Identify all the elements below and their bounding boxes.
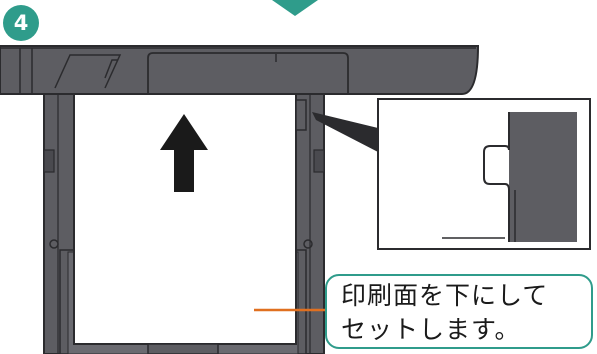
printer-handle bbox=[54, 54, 122, 89]
printer-handle bbox=[104, 59, 118, 79]
up-arrow-icon bbox=[160, 114, 208, 192]
step-number-badge: 4 bbox=[3, 5, 39, 41]
inset-guide-outline bbox=[483, 112, 510, 242]
printer-body bbox=[0, 45, 480, 95]
tray-screw bbox=[49, 239, 59, 249]
paper-width-guide bbox=[295, 99, 307, 131]
down-triangle-icon bbox=[272, 0, 318, 16]
tray-screw bbox=[303, 239, 313, 249]
tray-notch bbox=[43, 149, 55, 173]
paper-guide-tab bbox=[147, 343, 219, 354]
instruction-line-1: 印刷面を下にして bbox=[341, 281, 549, 310]
printer-panel bbox=[147, 52, 349, 94]
instruction-callout: 印刷面を下にして セットします。 bbox=[325, 274, 593, 349]
inset-tray-wall bbox=[509, 112, 577, 242]
zoom-pointer bbox=[312, 112, 378, 152]
tray-notch bbox=[313, 149, 325, 173]
instruction-line-2: セットします。 bbox=[341, 315, 521, 344]
